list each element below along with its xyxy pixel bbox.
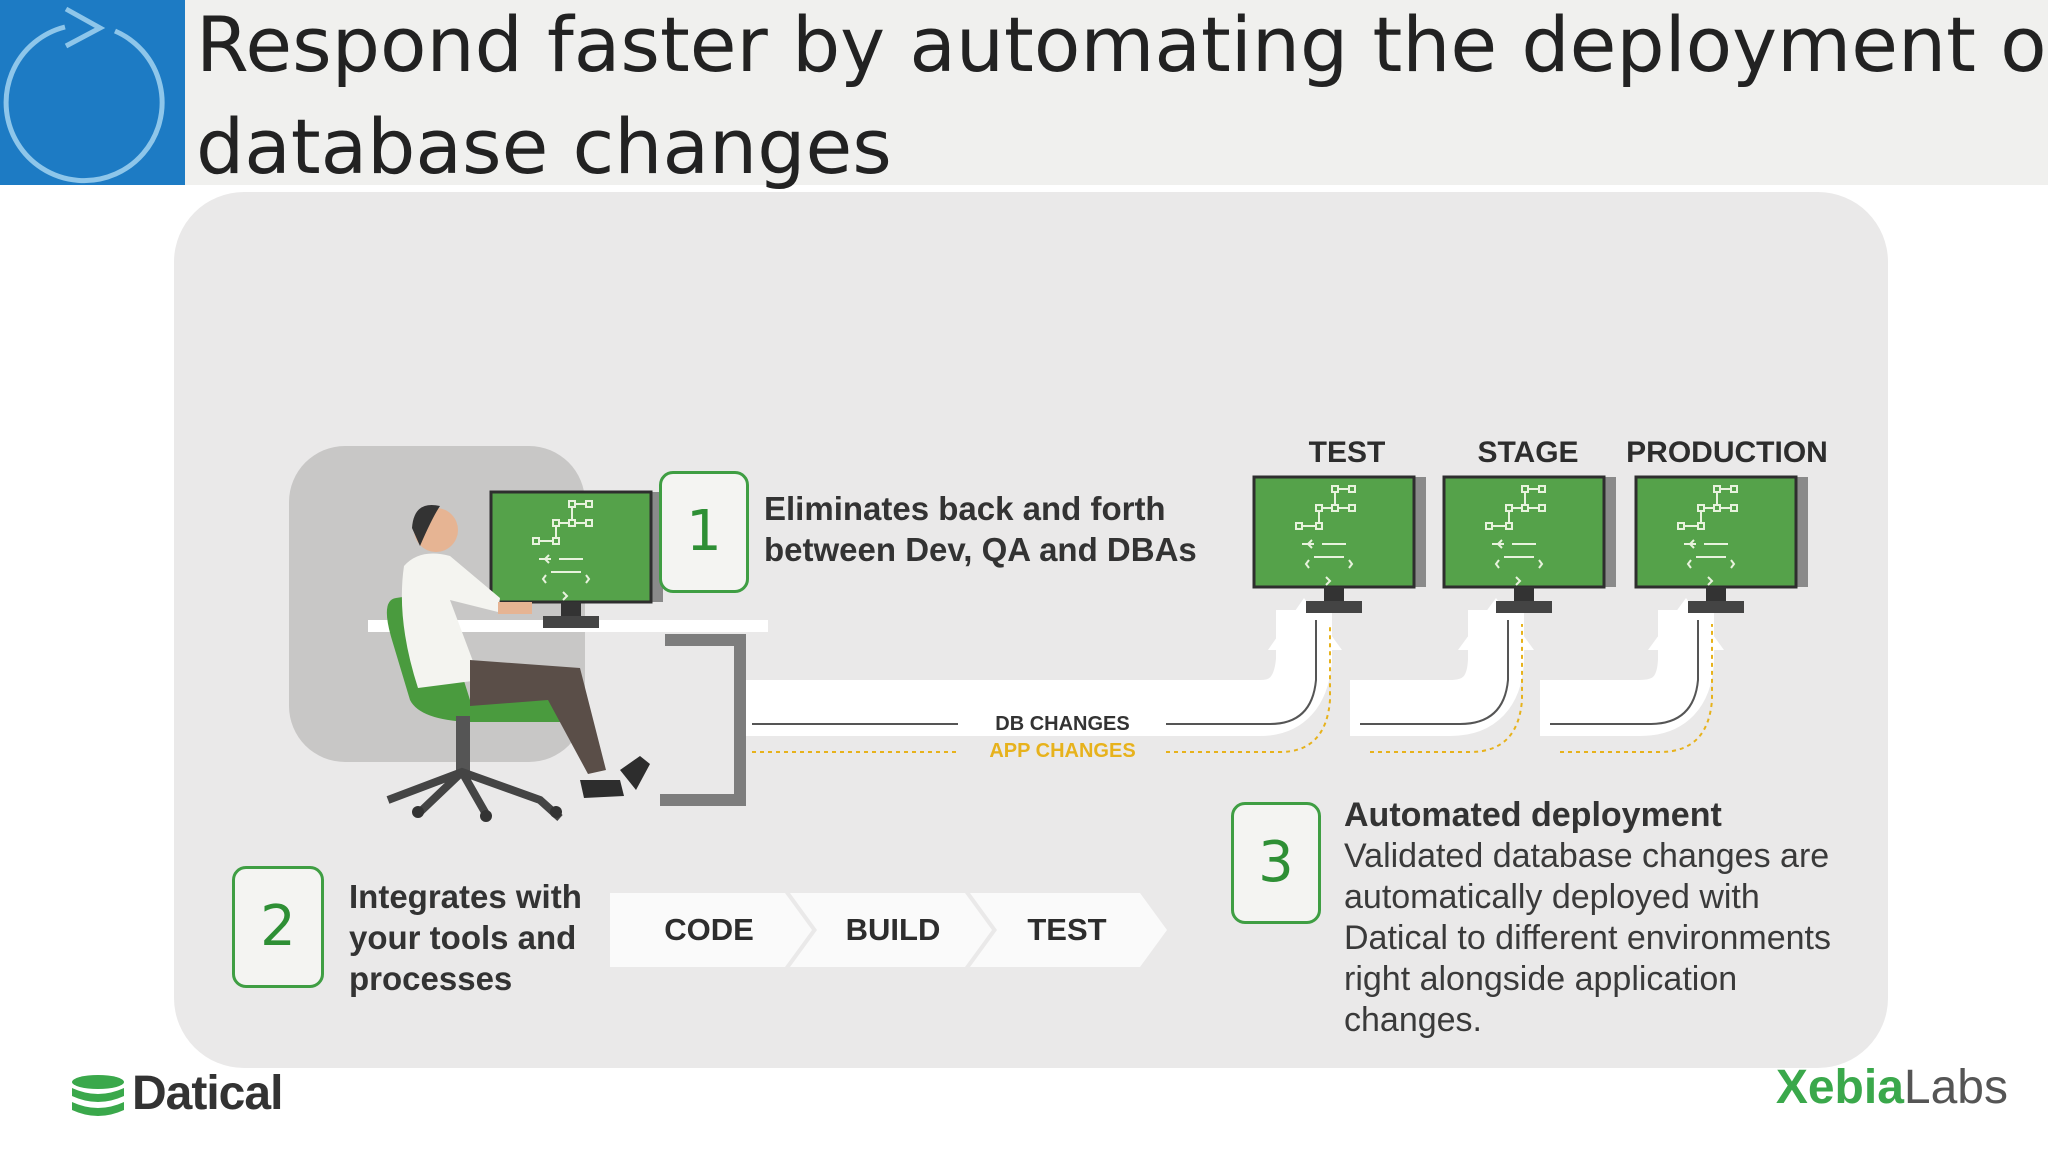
step-2-text: Integrates with your tools and processes	[349, 876, 582, 999]
refresh-icon	[3, 6, 165, 184]
arrow-production	[1540, 610, 1714, 736]
step-1-number: 1	[686, 499, 722, 564]
pipeline-code: CODE	[664, 912, 754, 947]
xebialabs-logo-a: Xebia	[1775, 1061, 1904, 1114]
step-3-line1: Validated database changes are	[1344, 837, 1830, 875]
slide-title: Respond faster by automating the deploym…	[196, 0, 2048, 198]
step-3-line4: right alongside application	[1344, 960, 1738, 998]
step-2-line2: your tools and	[349, 919, 577, 956]
person	[401, 504, 650, 798]
step-3-number: 3	[1258, 830, 1294, 895]
pipeline	[610, 893, 1167, 967]
step-3-title: Automated deployment	[1344, 796, 1722, 834]
xebialabs-logo-b: Labs	[1903, 1061, 2008, 1114]
step-3-badge: 3	[1231, 802, 1321, 924]
arrow-stage	[1350, 610, 1524, 736]
step-3-line3: Datical to different environments	[1344, 919, 1831, 957]
step-2-badge: 2	[232, 866, 324, 988]
pipeline-test: TEST	[1027, 912, 1107, 947]
monitor-production	[1634, 475, 1810, 615]
env-label-production: PRODUCTION	[1626, 436, 1828, 469]
arrow-test	[740, 610, 1332, 736]
monitor-test	[1252, 475, 1428, 615]
header-band	[0, 0, 2048, 185]
step-1-line1: Eliminates back and forth	[764, 490, 1166, 527]
header-icon-tile	[0, 0, 185, 185]
xebialabs-logo: XebiaLabs	[1776, 1060, 2008, 1115]
step-2-number: 2	[260, 894, 296, 959]
env-label-test: TEST	[1308, 436, 1386, 469]
step-3-line2: automatically deployed with	[1344, 878, 1760, 916]
db-changes-label: DB CHANGES	[995, 713, 1130, 735]
datical-logo: Datical	[132, 1067, 283, 1120]
app-changes-label: APP CHANGES	[989, 740, 1136, 762]
env-label-stage: STAGE	[1477, 436, 1579, 469]
step-1-text: Eliminates back and forth between Dev, Q…	[764, 488, 1197, 570]
title-line-2: database changes	[196, 102, 892, 191]
database-icon	[72, 1075, 124, 1116]
title-line-1: Respond faster by automating the deploym…	[196, 0, 2048, 89]
step-3-line5: changes.	[1344, 1001, 1482, 1039]
step-2-line1: Integrates with	[349, 878, 582, 915]
step-1-line2: between Dev, QA and DBAs	[764, 531, 1197, 568]
step-2-line3: processes	[349, 960, 513, 997]
monitor-stage	[1442, 475, 1618, 615]
pipeline-build: BUILD	[845, 912, 941, 947]
step-3-text: Automated deployment Validated database …	[1344, 795, 1904, 1041]
step-1-badge: 1	[659, 471, 749, 593]
